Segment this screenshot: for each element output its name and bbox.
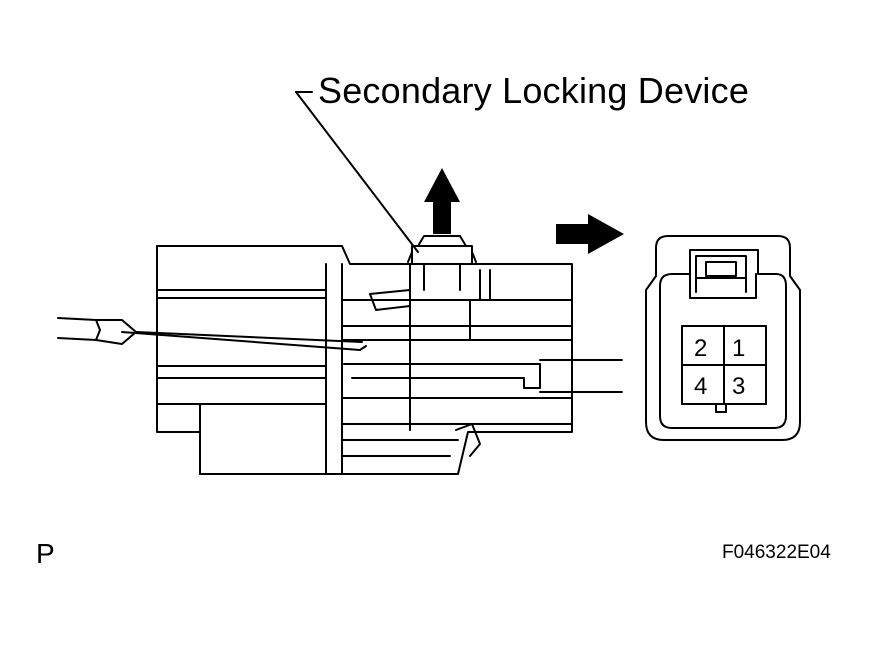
up-arrow-icon [424, 168, 460, 234]
terminal-number-2: 2 [694, 335, 707, 362]
connector-front-view [645, 235, 801, 441]
connector-side-view [156, 235, 573, 475]
terminal-number-1: 1 [732, 335, 745, 362]
right-arrow-icon [556, 214, 624, 254]
callout-leader-line [295, 91, 419, 253]
terminal-number-3: 3 [732, 373, 745, 400]
terminal-number-4: 4 [694, 373, 707, 400]
corner-mark: P [36, 538, 55, 569]
wire-harness [539, 359, 623, 393]
probe-tool [57, 317, 367, 351]
callout-label: Secondary Locking Device [318, 70, 750, 111]
figure-code: F046322E04 [722, 542, 831, 563]
